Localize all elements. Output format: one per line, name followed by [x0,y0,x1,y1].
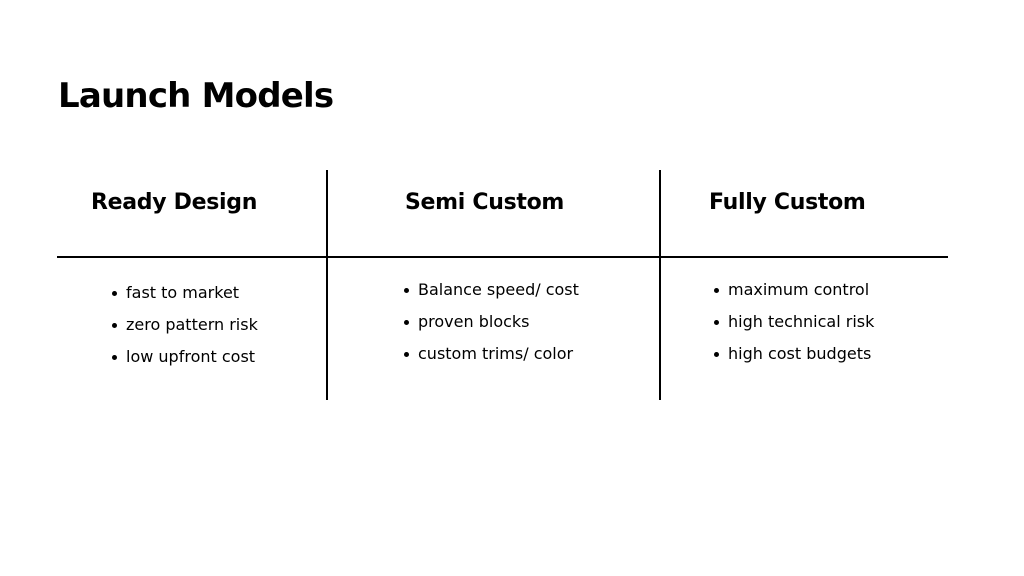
bullet-item: zero pattern risk [110,309,258,341]
ready-design-bullet-list: fast to market zero pattern risk low upf… [110,277,258,373]
semi-custom-bullet-list: Balance speed/ cost proven blocks custom… [402,274,579,370]
column-header-ready-design: Ready Design [91,190,258,215]
header-divider [57,256,948,258]
bullet-item: Balance speed/ cost [402,274,579,306]
column-divider-2 [659,170,661,400]
bullet-item: fast to market [110,277,258,309]
bullet-item: custom trims/ color [402,338,579,370]
bullet-item: high cost budgets [712,338,874,370]
page-title: Launch Models [58,76,334,116]
fully-custom-bullet-list: maximum control high technical risk high… [712,274,874,370]
column-header-semi-custom: Semi Custom [405,190,565,215]
bullet-item: low upfront cost [110,341,258,373]
bullet-item: maximum control [712,274,874,306]
bullet-item: proven blocks [402,306,579,338]
column-header-fully-custom: Fully Custom [709,190,866,215]
column-divider-1 [326,170,328,400]
bullet-item: high technical risk [712,306,874,338]
